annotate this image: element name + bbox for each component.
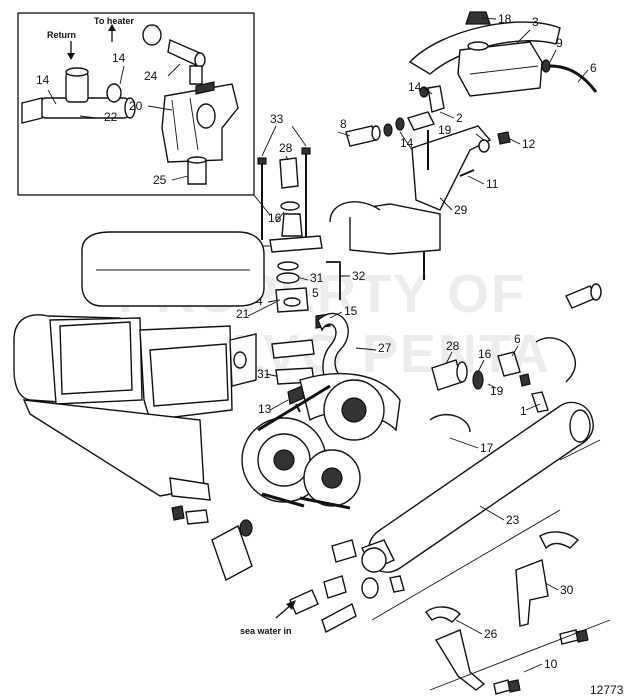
inset-callout-14b: 14 bbox=[112, 51, 126, 65]
callout-5: 5 bbox=[312, 286, 319, 300]
tube-23 bbox=[367, 401, 594, 573]
inset-callout-20: 20 bbox=[129, 99, 143, 113]
sea-water-label: sea water in bbox=[240, 626, 292, 636]
callout-18: 18 bbox=[498, 12, 512, 26]
callout-6-low: 6 bbox=[514, 332, 521, 346]
callout-16-low: 16 bbox=[478, 347, 492, 361]
engine-block bbox=[13, 201, 441, 525]
callout-1: 1 bbox=[520, 404, 527, 418]
callout-23: 23 bbox=[506, 513, 520, 527]
inset-frame bbox=[17, 12, 255, 196]
bracket-26 bbox=[434, 629, 486, 691]
callout-4: 4 bbox=[256, 294, 263, 308]
to-heater-arrowhead bbox=[108, 24, 116, 31]
heat-exchanger-tube bbox=[289, 401, 594, 634]
valve-cover bbox=[81, 231, 265, 307]
pump-alternator bbox=[241, 372, 401, 510]
callout-12: 12 bbox=[522, 137, 536, 151]
inset-detail: Return To heater 14 14 bbox=[17, 12, 255, 196]
callout-28-top: 28 bbox=[279, 141, 293, 155]
callout-2: 2 bbox=[456, 111, 463, 125]
drawing-number: 12773 bbox=[590, 683, 624, 697]
callout-31-top: 31 bbox=[310, 271, 324, 285]
filler-cap bbox=[465, 11, 491, 25]
thermostat-28 bbox=[279, 157, 299, 189]
callout-21: 21 bbox=[236, 307, 250, 321]
callout-13: 13 bbox=[258, 402, 272, 416]
callout-19-top: 19 bbox=[438, 123, 452, 137]
callout-32: 32 bbox=[352, 269, 366, 283]
sea-water-inlet-label: sea water in bbox=[240, 600, 296, 636]
inset-callout-22: 22 bbox=[104, 110, 118, 124]
callout-30: 30 bbox=[560, 583, 574, 597]
hose-clamp-9 bbox=[541, 59, 551, 73]
sea-water-label-text: sea water in bbox=[240, 626, 292, 636]
callout-8: 8 bbox=[340, 117, 347, 131]
return-label: Return bbox=[47, 30, 76, 40]
callout-15: 15 bbox=[344, 304, 358, 318]
callout-3: 3 bbox=[532, 15, 539, 29]
hose-sea-water bbox=[211, 524, 253, 582]
callout-14-top: 14 bbox=[408, 80, 422, 94]
inset-callout-14a: 14 bbox=[36, 73, 50, 87]
to-heater-label: To heater bbox=[94, 16, 134, 26]
callout-33: 33 bbox=[270, 112, 284, 126]
callout-26: 26 bbox=[484, 627, 498, 641]
bracket-29 bbox=[411, 125, 492, 211]
callout-17: 17 bbox=[480, 441, 494, 455]
inset-ring-14 bbox=[106, 83, 122, 103]
bracket-30 bbox=[515, 559, 549, 627]
callout-10: 10 bbox=[544, 657, 558, 671]
callout-27: 27 bbox=[378, 341, 392, 355]
expansion-tank bbox=[457, 41, 543, 97]
gasket-20 bbox=[269, 235, 323, 253]
return-arrowhead bbox=[67, 53, 75, 60]
tee-fitting bbox=[21, 67, 136, 124]
callout-11: 11 bbox=[486, 177, 499, 191]
heater-valve bbox=[142, 24, 239, 185]
callout-28-low: 28 bbox=[446, 339, 460, 353]
callout-31-low: 31 bbox=[257, 367, 271, 381]
callout-29: 29 bbox=[454, 203, 468, 217]
callout-19-low: 19 bbox=[490, 384, 504, 398]
hose-8 bbox=[345, 125, 377, 147]
lower-brackets bbox=[371, 439, 611, 695]
callout-9: 9 bbox=[556, 36, 563, 50]
inset-callout-24: 24 bbox=[144, 69, 158, 83]
callout-16-top: 16 bbox=[268, 211, 282, 225]
inset-callout-25: 25 bbox=[153, 173, 167, 187]
callout-6-top: 6 bbox=[590, 61, 597, 75]
